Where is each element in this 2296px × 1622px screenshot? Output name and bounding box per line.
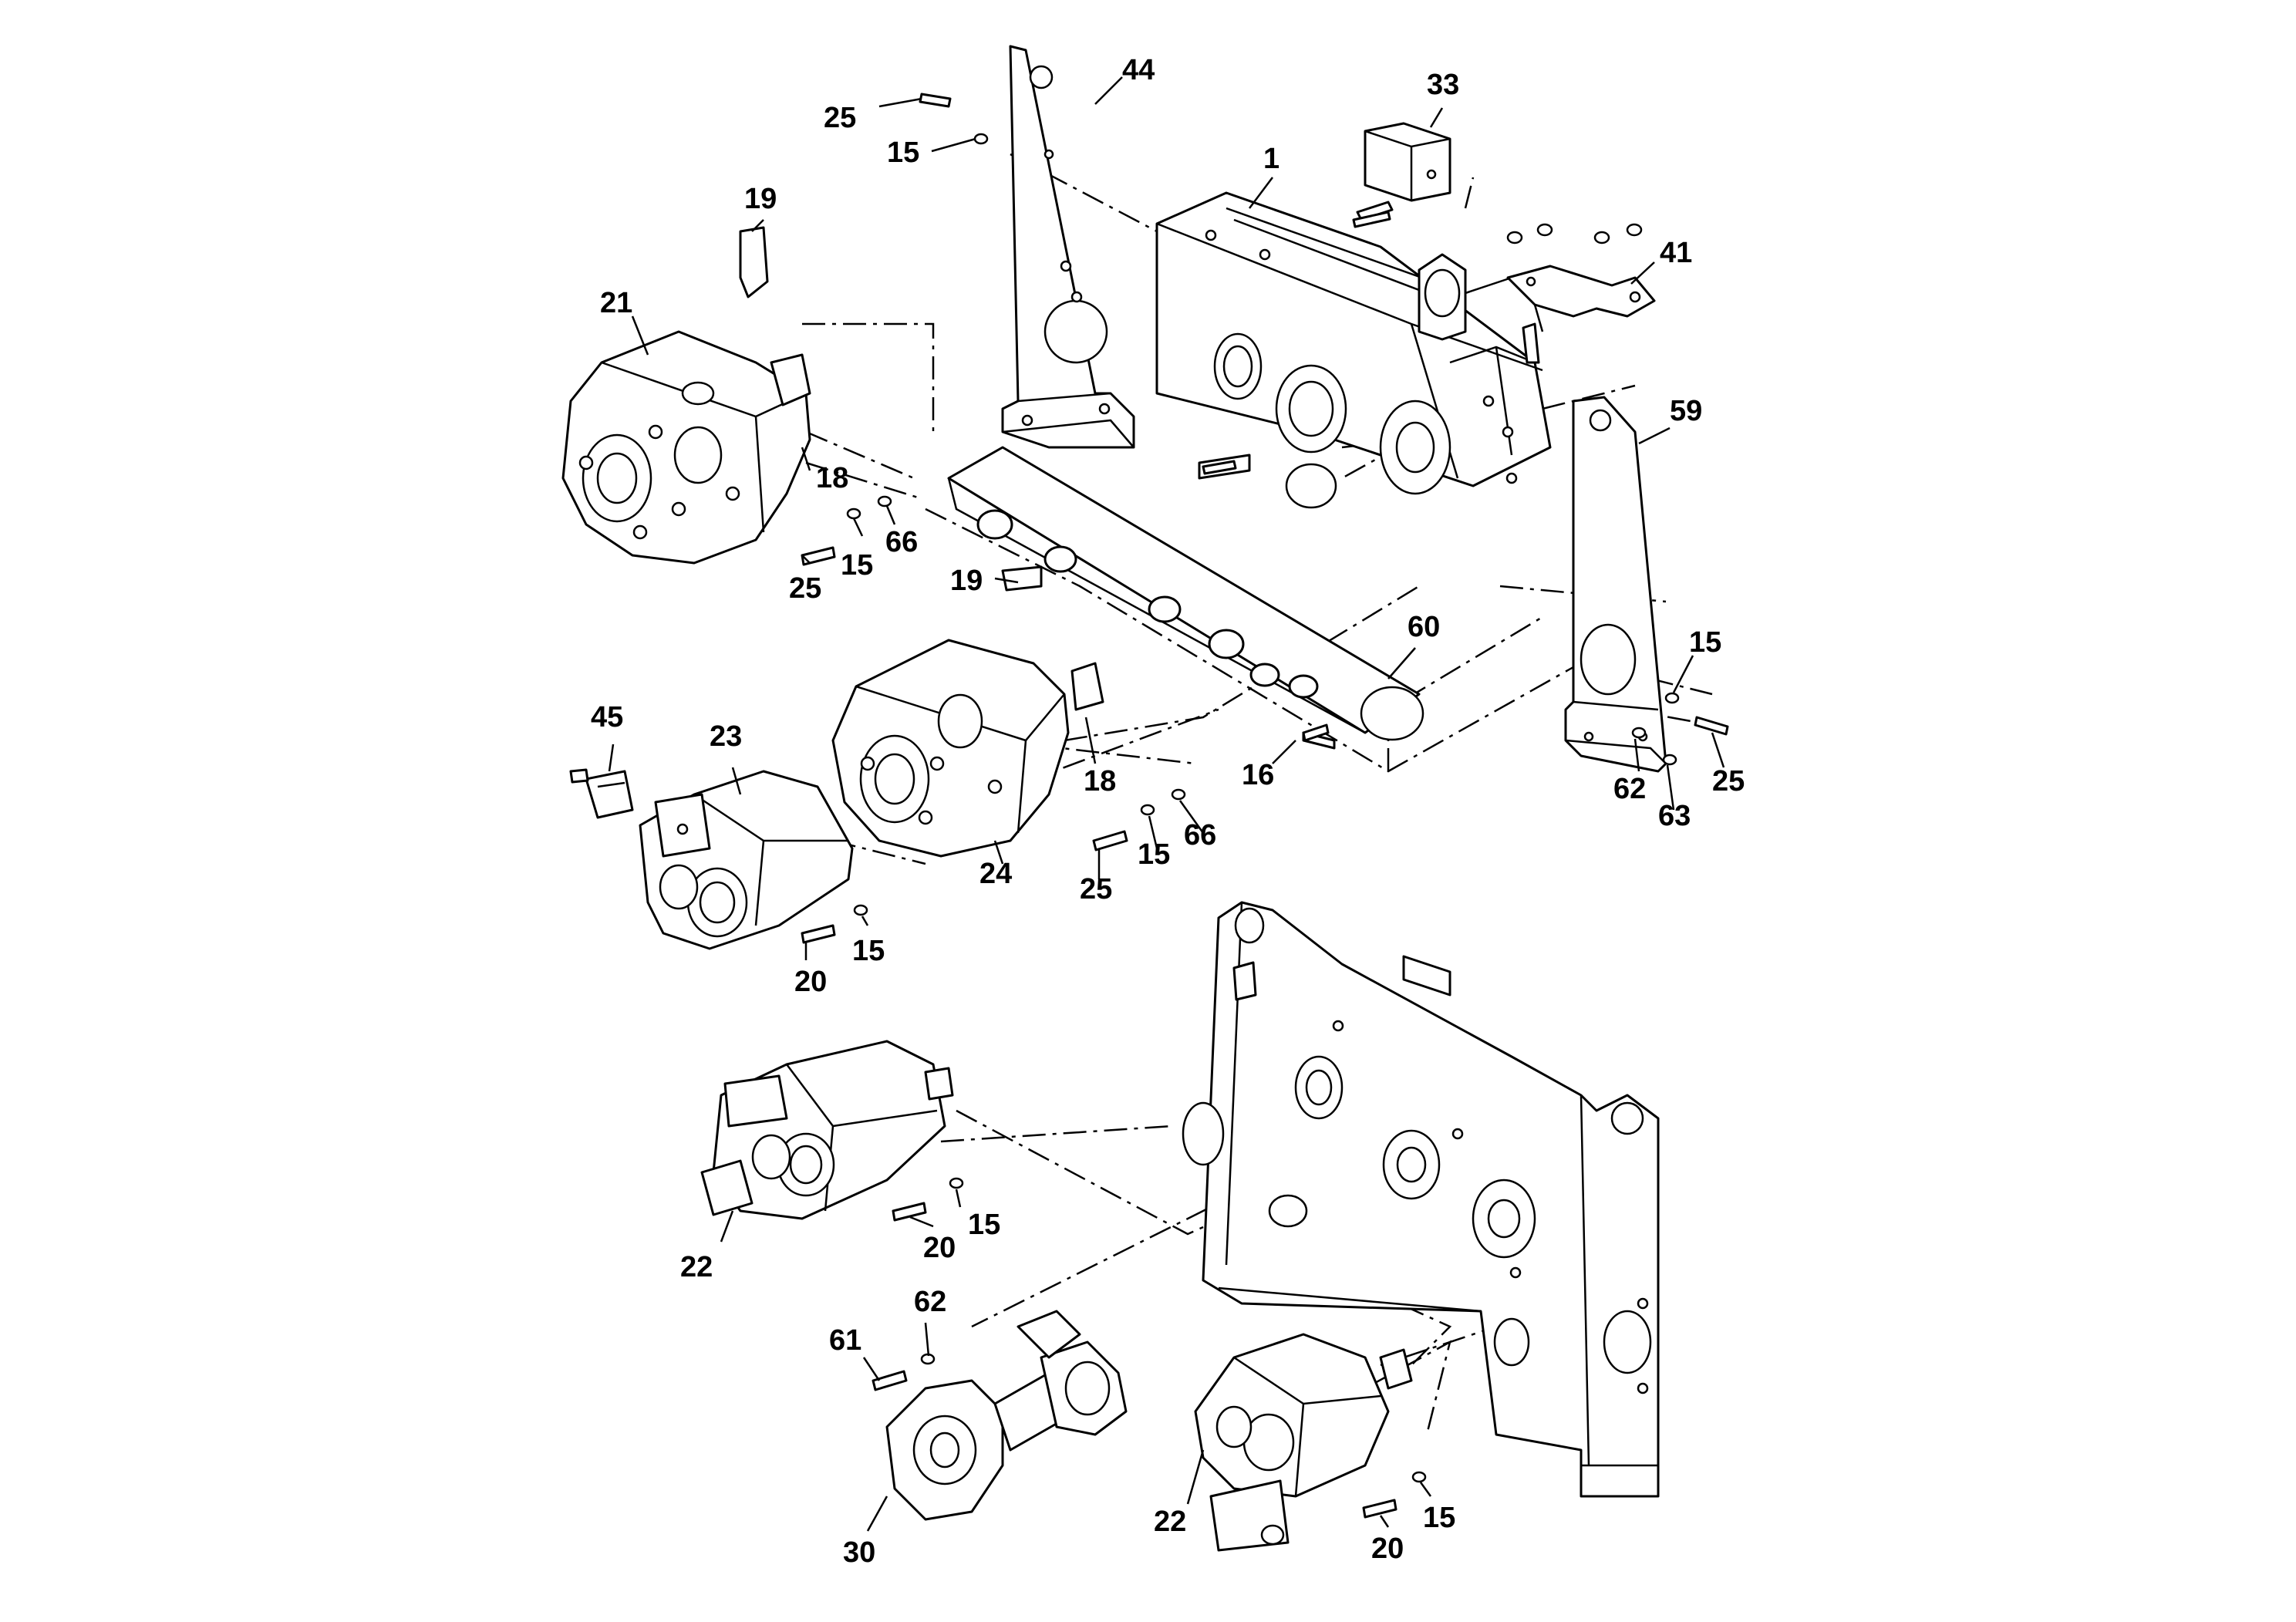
callout-19: 19 <box>950 565 983 597</box>
callout-22: 22 <box>1154 1506 1186 1538</box>
callout-15: 15 <box>968 1209 1000 1241</box>
bracket-41 <box>1506 265 1656 332</box>
callout-66: 66 <box>885 526 918 558</box>
pump-21 <box>561 226 811 565</box>
callout-18: 18 <box>1084 765 1116 798</box>
callout-labels: 44 25 15 33 1 41 19 21 59 18 15 66 25 19… <box>591 54 1745 1569</box>
callout-62: 62 <box>1613 773 1646 805</box>
frame-assembly <box>1182 901 1660 1498</box>
callout-15: 15 <box>1689 626 1721 659</box>
callout-1: 1 <box>1263 143 1279 175</box>
callout-63: 63 <box>1658 800 1691 832</box>
callout-66: 66 <box>1184 819 1216 851</box>
callout-25: 25 <box>824 102 856 134</box>
callout-44: 44 <box>1122 54 1155 86</box>
coupling-30 <box>885 1310 1128 1521</box>
callout-61: 61 <box>829 1324 861 1357</box>
callout-15: 15 <box>1138 838 1170 871</box>
callout-20: 20 <box>923 1232 956 1264</box>
callout-60: 60 <box>1408 611 1440 643</box>
fasteners <box>801 495 1729 1519</box>
callout-15: 15 <box>841 549 873 582</box>
frame-1 <box>1155 191 1552 509</box>
bracket-44 <box>1001 45 1135 449</box>
callout-20: 20 <box>1371 1533 1404 1565</box>
callout-22: 22 <box>680 1251 713 1283</box>
pump-23 <box>639 770 854 950</box>
pump-22-middle <box>700 1040 954 1220</box>
callout-30: 30 <box>843 1536 875 1569</box>
hardware-group-top <box>919 93 1643 475</box>
callout-19: 19 <box>744 183 777 215</box>
callout-25: 25 <box>1712 765 1745 798</box>
plate-33 <box>1356 122 1451 221</box>
pump-24 <box>831 565 1104 858</box>
leader-lines <box>608 76 1725 1532</box>
callout-15: 15 <box>887 137 919 169</box>
callout-16: 16 <box>1242 759 1274 791</box>
callout-25: 25 <box>1080 873 1112 905</box>
callout-23: 23 <box>710 720 742 753</box>
callout-21: 21 <box>600 287 632 319</box>
callout-25: 25 <box>789 572 821 605</box>
callout-24: 24 <box>979 858 1012 890</box>
callout-33: 33 <box>1427 69 1459 101</box>
callout-41: 41 <box>1660 237 1692 269</box>
callout-45: 45 <box>591 701 623 733</box>
callout-15: 15 <box>1423 1502 1455 1534</box>
callout-59: 59 <box>1670 395 1702 427</box>
valve-45 <box>569 768 634 819</box>
tube-60 <box>947 446 1424 750</box>
callout-18: 18 <box>816 462 848 494</box>
callout-15: 15 <box>852 935 885 967</box>
pump-22-lower <box>1194 1333 1413 1552</box>
callout-20: 20 <box>794 966 827 998</box>
callout-62: 62 <box>914 1286 946 1318</box>
bracket-59 <box>1564 396 1667 773</box>
